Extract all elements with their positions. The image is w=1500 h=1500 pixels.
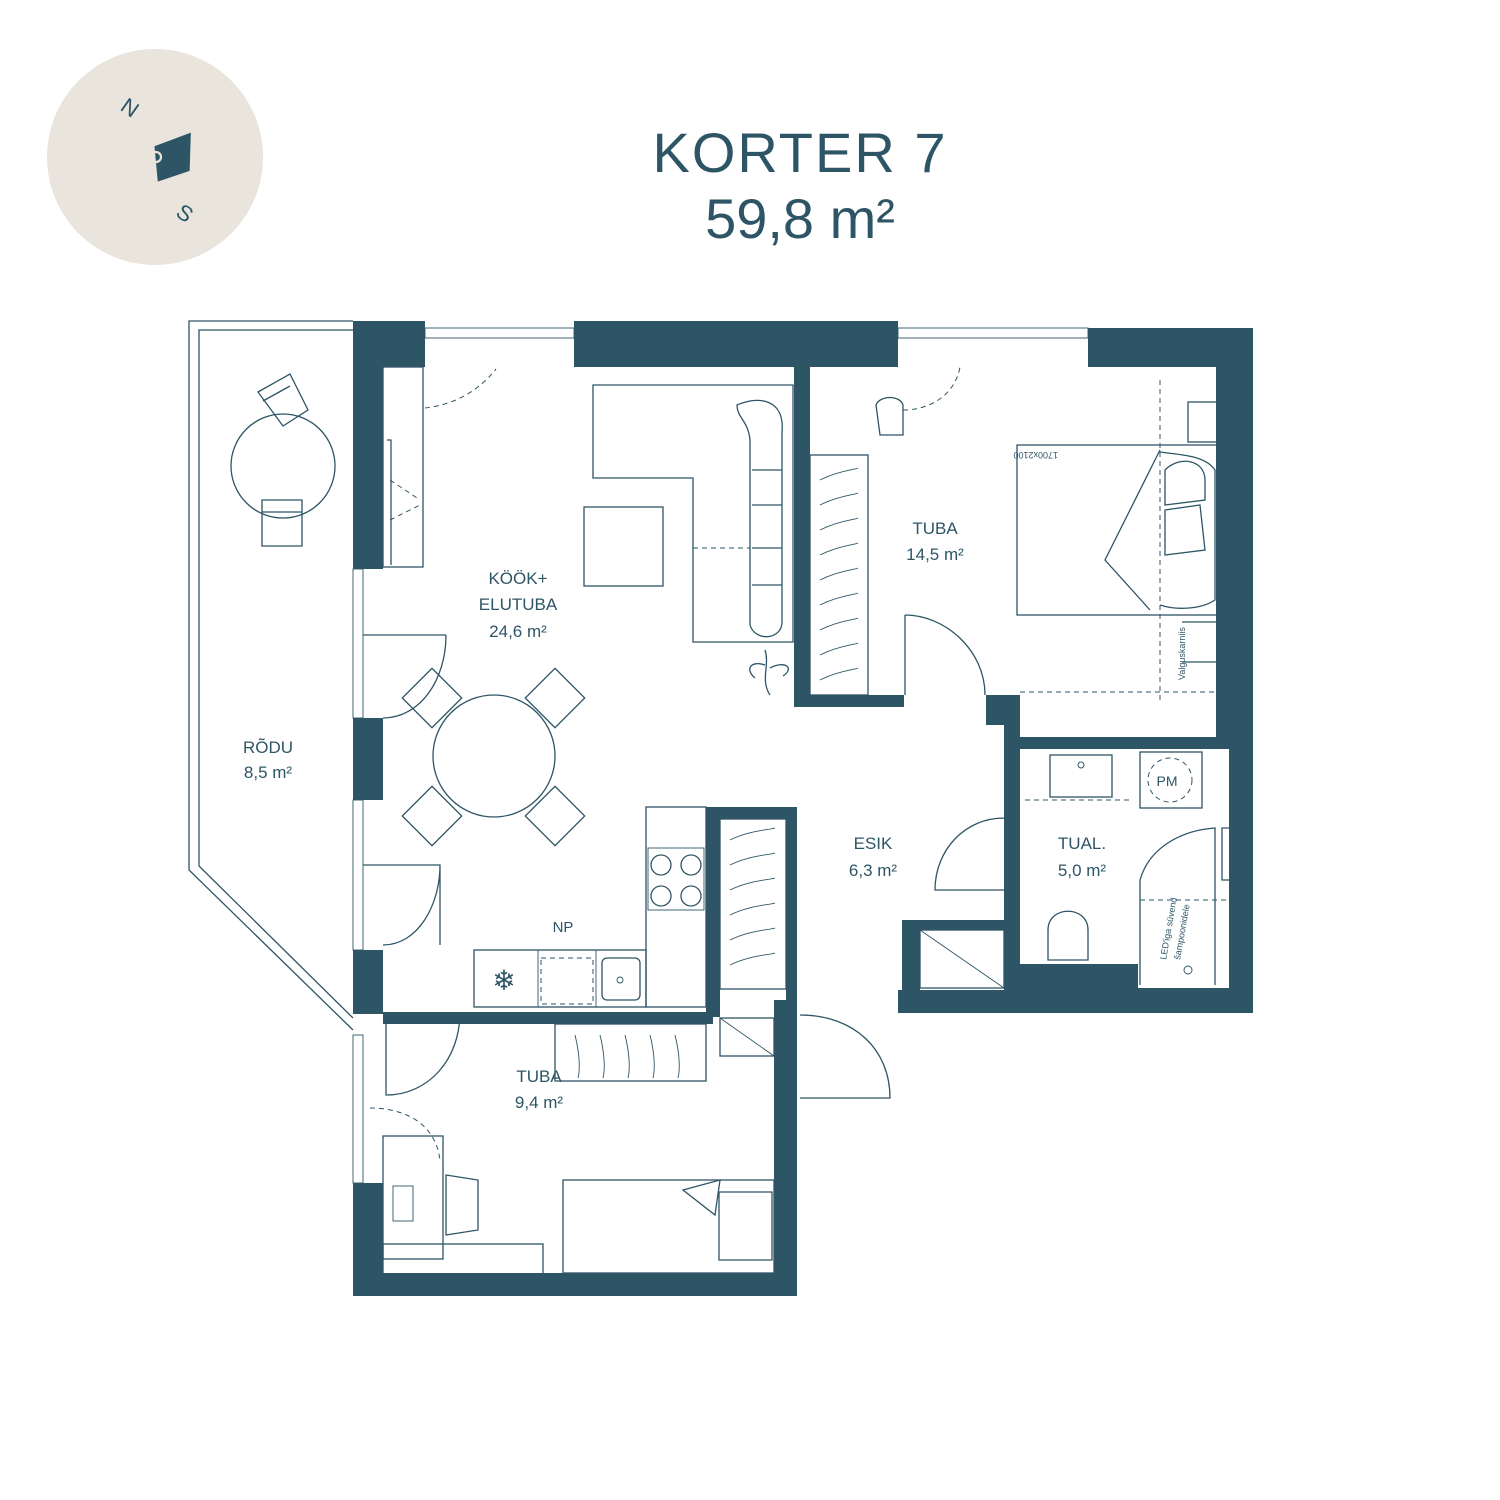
wc-sink-icon	[1049, 754, 1113, 798]
dining-chair-icon	[401, 667, 463, 729]
hall-area: 6,3 m²	[849, 861, 898, 880]
stove-burner-icon	[680, 854, 702, 876]
hall	[719, 817, 1005, 1099]
stove-burner-icon	[650, 885, 672, 907]
light-rail-label: Valguskarniis	[1177, 627, 1187, 680]
balcony-name: RÕDU	[243, 738, 293, 757]
balcony-chair-icon	[261, 499, 303, 547]
small-room-furniture	[369, 1011, 775, 1275]
double-bed-icon	[1016, 444, 1229, 616]
wc-area: 5,0 m²	[1058, 861, 1107, 880]
plant-icon	[749, 649, 789, 696]
windows	[352, 327, 1089, 1184]
compass: N S	[47, 49, 263, 265]
stove-burner-icon	[650, 854, 672, 876]
compass-disc	[47, 49, 263, 265]
compass-center-icon	[149, 150, 163, 164]
compass-needle-icon	[154, 132, 191, 182]
keyboard-icon	[392, 1185, 414, 1222]
dining-chair-icon	[524, 667, 586, 729]
wardrobes	[554, 454, 869, 1082]
dining-chair-icon	[524, 785, 586, 847]
apartment-name: KORTER 7	[652, 121, 948, 184]
kitchen-name-line2: ELUTUBA	[479, 595, 558, 614]
desk-chair-icon	[875, 396, 904, 436]
kitchen-area: 24,6 m²	[489, 622, 547, 641]
hall-name: ESIK	[854, 834, 893, 853]
stove-burner-icon	[680, 885, 702, 907]
apartment-title: KORTER 7 59,8 m²	[550, 118, 1050, 250]
balcony	[188, 320, 354, 1031]
bedroom-name: TUBA	[912, 519, 958, 538]
desk-icon	[382, 1135, 444, 1260]
bedroom-furniture: 1700x2100 Valguskarniis	[875, 366, 1229, 700]
dishwasher-label: NP	[553, 919, 574, 936]
kitchen-counter: ❄ NP	[473, 806, 707, 1008]
living-furniture	[363, 366, 794, 946]
toilet-icon	[1047, 910, 1089, 961]
bedroom-area: 14,5 m²	[906, 545, 964, 564]
wc-name: TUAL.	[1058, 834, 1106, 853]
bed-size-label: 1700x2100	[1013, 450, 1058, 460]
washing-machine-label: PM	[1157, 773, 1178, 789]
apartment-area: 59,8 m²	[705, 187, 895, 250]
dining-chair-icon	[401, 785, 463, 847]
tv-cabinet-icon	[382, 366, 424, 568]
balcony-table-icon	[230, 413, 336, 519]
small-room-name: TUBA	[516, 1067, 562, 1086]
walls	[353, 321, 1253, 1296]
sink-icon	[601, 957, 641, 1001]
kitchen-name-line1: KÖÖK+	[488, 569, 547, 588]
sofa-icon	[592, 384, 794, 643]
washing-machine-icon	[1139, 751, 1203, 809]
small-room-area: 9,4 m²	[515, 1093, 564, 1112]
coffee-table-icon	[583, 506, 664, 587]
balcony-area: 8,5 m²	[244, 763, 293, 782]
dining-table-icon	[432, 694, 556, 818]
room-labels: RÕDU 8,5 m² KÖÖK+ ELUTUBA 24,6 m² TUBA 1…	[243, 519, 1106, 1112]
desk-chair-icon	[445, 1174, 479, 1236]
fridge-snowflake-icon: ❄	[492, 964, 515, 997]
hanger-icons	[574, 467, 859, 1079]
single-bed-icon	[562, 1179, 775, 1274]
balcony-chair-icon	[257, 373, 309, 427]
